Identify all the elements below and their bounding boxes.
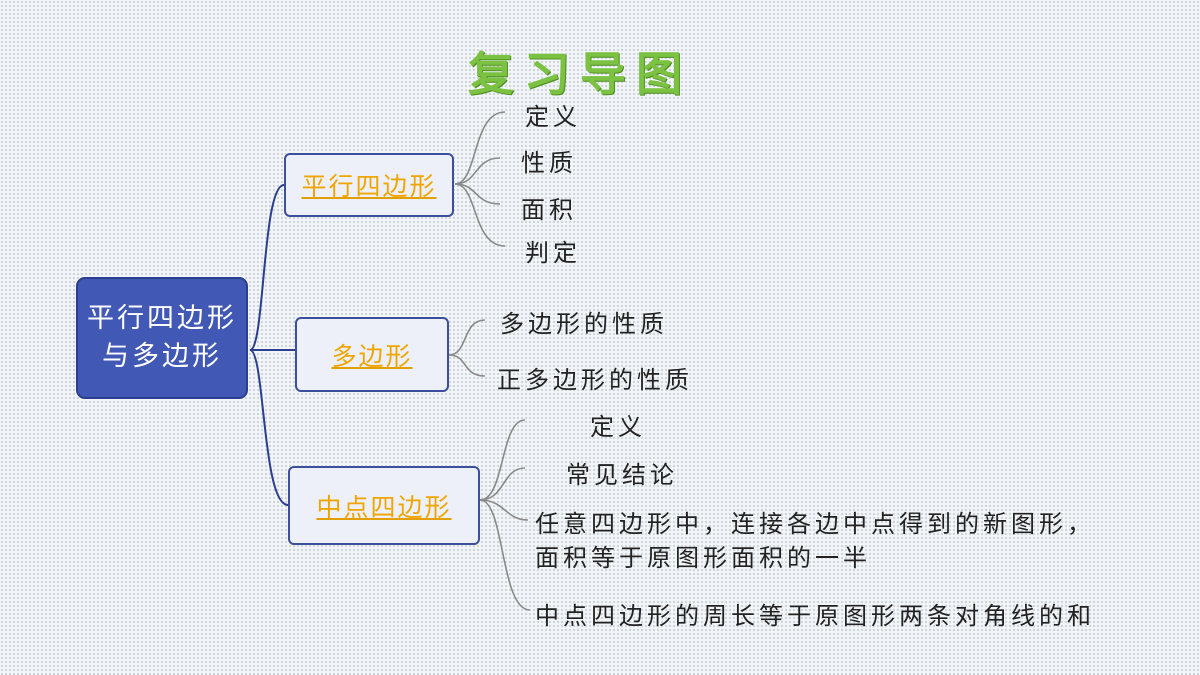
page-title: 复习导图 (468, 47, 692, 101)
connector-midpoint-definition (479, 419, 526, 501)
connector-root-to-parallelogram (249, 184, 285, 351)
conclusion-one-line-1: 任意四边形中，连接各边中点得到的新图形， (535, 510, 1095, 538)
root-label-line-1: 平行四边形 (87, 303, 237, 334)
connector-parallelogram-area (454, 183, 501, 205)
connector-polygon-property (448, 319, 486, 356)
connector-midpoint-conclusion-one (479, 499, 529, 521)
connector-midpoint-conclusions (479, 467, 526, 501)
leaf-parallelogram-property: 性质 (521, 149, 577, 177)
leaf-midpoint-definition: 定义 (590, 413, 646, 441)
leaf-midpoint-conclusion-one: 任意四边形中，连接各边中点得到的新图形， 面积等于原图形面积的一半 (535, 507, 1095, 575)
leaf-parallelogram-definition: 定义 (525, 103, 581, 131)
parallelogram-link[interactable]: 平行四边形 (301, 172, 437, 201)
connector-parallelogram-definition (454, 111, 506, 185)
connector-midpoint-conclusion-two (479, 499, 531, 611)
branch-node-polygon: 多边形 (295, 317, 449, 392)
leaf-parallelogram-judgement: 判定 (525, 239, 581, 267)
midpoint-quadrilateral-link[interactable]: 中点四边形 (316, 492, 452, 522)
root-node: 平行四边形 与多边形 (76, 277, 248, 399)
connector-polygon-regular (448, 354, 486, 377)
leaf-polygon-property: 多边形的性质 (500, 310, 668, 338)
branch-node-parallelogram: 平行四边形 (284, 153, 454, 217)
connector-parallelogram-judgement (454, 183, 506, 247)
conclusion-one-line-2: 面积等于原图形面积的一半 (535, 544, 871, 572)
leaf-midpoint-common-conclusions: 常见结论 (566, 461, 678, 489)
leaf-parallelogram-area: 面积 (521, 196, 577, 224)
connector-parallelogram-property (454, 157, 501, 185)
leaf-midpoint-conclusion-two: 中点四边形的周长等于原图形两条对角线的和 (535, 602, 1095, 630)
polygon-link[interactable]: 多边形 (331, 341, 413, 371)
root-label-line-2: 与多边形 (102, 341, 222, 372)
connector-root-to-midpoint (249, 349, 289, 506)
branch-node-midpoint-quadrilateral: 中点四边形 (288, 466, 480, 545)
leaf-regular-polygon-property: 正多边形的性质 (497, 366, 693, 394)
